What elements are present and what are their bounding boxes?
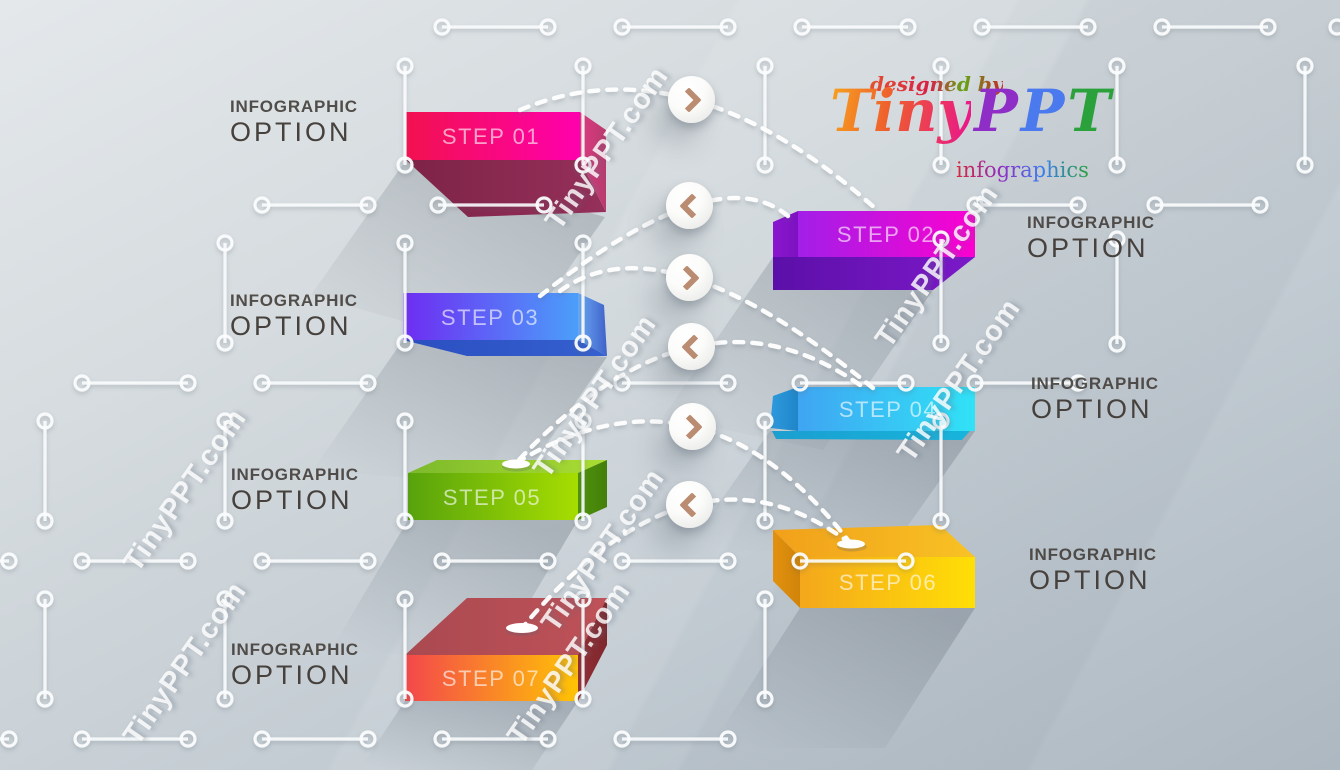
infographic-line: INFOGRAPHIC	[1031, 374, 1159, 393]
option-label-4: INFOGRAPHIC OPTION	[1031, 375, 1159, 423]
option-label-5: INFOGRAPHIC OPTION	[231, 466, 359, 514]
option-label-6: INFOGRAPHIC OPTION	[1029, 546, 1157, 594]
arc-step1-step2	[517, 87, 879, 212]
arc-step2-step3	[537, 195, 791, 299]
step-03-block: STEP 03	[403, 293, 607, 356]
logo-brand: TinyPPT	[830, 82, 1111, 140]
step-01-label: STEP 01	[442, 124, 540, 149]
step-04-block: STEP 04	[770, 387, 975, 440]
option-line: OPTION	[231, 660, 353, 690]
step-05-label: STEP 05	[443, 485, 541, 510]
nav-button-1[interactable]	[668, 76, 715, 123]
network-decoration	[0, 18, 1340, 748]
infographic-line: INFOGRAPHIC	[230, 291, 358, 310]
step-07-label: STEP 07	[442, 666, 540, 691]
option-label-7: INFOGRAPHIC OPTION	[231, 641, 359, 689]
step-06-block: STEP 06	[773, 525, 975, 608]
option-label-2: INFOGRAPHIC OPTION	[1027, 214, 1155, 262]
infographic-line: INFOGRAPHIC	[1027, 213, 1155, 232]
infographic-line: INFOGRAPHIC	[231, 465, 359, 484]
option-label-1: INFOGRAPHIC OPTION	[230, 98, 358, 146]
step-02-label: STEP 02	[837, 222, 935, 247]
step-04-label: STEP 04	[839, 397, 937, 422]
logo-letter-t: T	[1067, 77, 1111, 145]
chevron-right-icon	[674, 264, 700, 291]
infographic-line: INFOGRAPHIC	[230, 97, 358, 116]
step-07-block: STEP 07	[405, 598, 607, 701]
tinyppt-logo: designed by TinyPPT infographics	[820, 66, 1130, 191]
logo-letter-p1: P	[974, 77, 1018, 145]
logo-brand-tiny: Tiny	[830, 77, 972, 145]
nav-button-6[interactable]	[666, 481, 713, 528]
option-line: OPTION	[230, 117, 352, 147]
option-line: OPTION	[231, 485, 353, 515]
logo-letter-p2: P	[1020, 77, 1065, 145]
chevron-left-icon	[679, 192, 705, 219]
nav-button-2[interactable]	[666, 182, 713, 229]
option-label-3: INFOGRAPHIC OPTION	[230, 292, 358, 340]
nav-button-5[interactable]	[669, 403, 716, 450]
step-06-label: STEP 06	[839, 570, 937, 595]
step-01-block: STEP 01	[406, 112, 606, 217]
chevron-right-icon	[677, 413, 703, 440]
chevron-right-icon	[676, 86, 702, 113]
logo-designed-by: designed by	[870, 72, 1003, 96]
option-line: OPTION	[1027, 233, 1149, 263]
option-line: OPTION	[1031, 394, 1153, 424]
logo-subtitle: infographics	[956, 158, 1089, 182]
option-line: OPTION	[1029, 565, 1151, 595]
step-03-label: STEP 03	[441, 305, 539, 330]
infographic-line: INFOGRAPHIC	[231, 640, 359, 659]
nav-button-4[interactable]	[668, 323, 715, 370]
step-02-block: STEP 02	[773, 211, 975, 290]
chevron-left-icon	[679, 491, 705, 518]
arc-step4-step5	[513, 339, 863, 466]
chevron-left-icon	[681, 333, 707, 360]
infographic-line: INFOGRAPHIC	[1029, 545, 1157, 564]
option-line: OPTION	[230, 311, 352, 341]
nav-button-3[interactable]	[666, 254, 713, 301]
arc-landing-dots	[502, 459, 867, 636]
